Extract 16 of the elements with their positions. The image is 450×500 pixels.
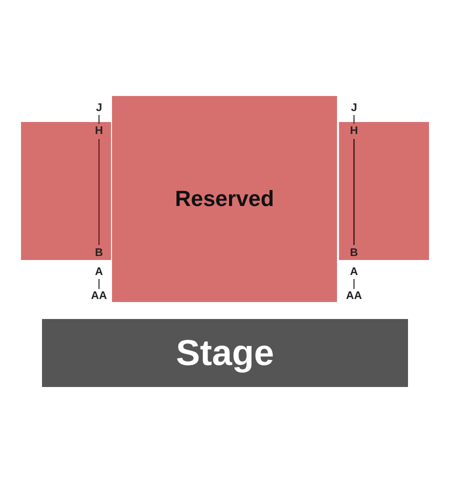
row-label: J bbox=[96, 102, 102, 114]
row-label: B bbox=[95, 247, 103, 259]
seating-section bbox=[112, 96, 337, 302]
row-label: H bbox=[350, 125, 358, 137]
row-label: H bbox=[95, 125, 103, 137]
section-label: Reserved bbox=[174, 186, 274, 212]
row-label: A bbox=[350, 266, 358, 278]
row-label: A bbox=[95, 266, 103, 278]
row-label: AA bbox=[346, 290, 362, 302]
stage-label: Stage bbox=[176, 332, 274, 374]
seating-section bbox=[21, 122, 111, 260]
row-label: J bbox=[350, 102, 358, 114]
row-label: AA bbox=[91, 290, 107, 302]
seating-section bbox=[339, 122, 429, 260]
row-label: B bbox=[350, 247, 358, 259]
stage-area bbox=[42, 319, 408, 387]
